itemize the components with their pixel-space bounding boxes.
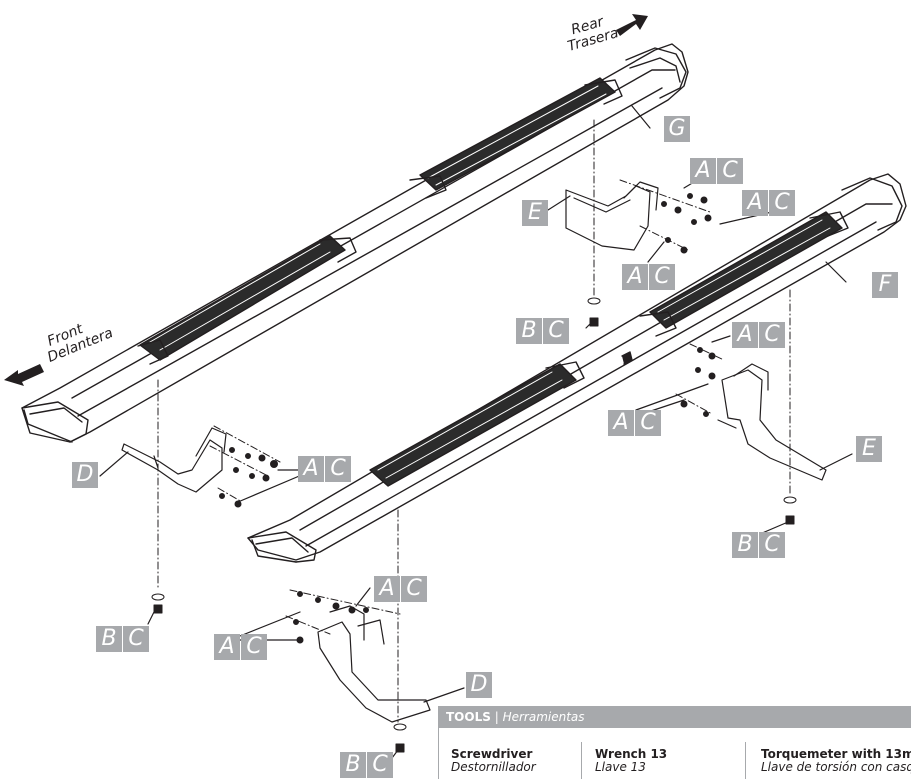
tool-name-es: Llave de torsión con casq bbox=[761, 760, 911, 774]
label-a-8: A bbox=[214, 634, 240, 660]
label-c-12: C bbox=[367, 752, 393, 778]
rear-arrow bbox=[616, 14, 648, 36]
tools-header: TOOLS | Herramientas bbox=[438, 706, 911, 728]
label-d-lower: D bbox=[466, 672, 492, 698]
bracket-e-lower bbox=[717, 363, 827, 481]
label-c-4: C bbox=[759, 322, 785, 348]
tools-divider bbox=[581, 742, 582, 779]
tool-name-en: Torquemeter with 13m bbox=[761, 747, 911, 761]
bracket-d-lower bbox=[317, 605, 431, 723]
label-c-6: C bbox=[325, 456, 351, 482]
tool-name-en: Screwdriver bbox=[451, 747, 533, 761]
label-a-4: A bbox=[732, 322, 758, 348]
label-a-1: A bbox=[690, 158, 716, 184]
label-c-8: C bbox=[241, 634, 267, 660]
tool-item: Screwdriver Destornillador bbox=[451, 748, 536, 774]
tools-title-es: Herramientas bbox=[502, 710, 585, 724]
label-e-upper: E bbox=[522, 200, 548, 226]
hardware bbox=[151, 193, 797, 753]
tools-title: TOOLS bbox=[446, 710, 491, 724]
label-c-11: C bbox=[759, 532, 785, 558]
bracket-d-upper bbox=[121, 427, 227, 493]
label-a-3: A bbox=[622, 264, 648, 290]
tools-divider bbox=[745, 742, 746, 779]
tools-title-separator: | bbox=[494, 710, 503, 724]
label-g: G bbox=[664, 116, 690, 142]
label-d-upper: D bbox=[72, 462, 98, 488]
label-c-3: C bbox=[649, 264, 675, 290]
label-a-6: A bbox=[298, 456, 324, 482]
tool-item: Torquemeter with 13m Llave de torsión co… bbox=[761, 748, 911, 774]
label-e-lower: E bbox=[856, 436, 882, 462]
label-b-3: B bbox=[732, 532, 758, 558]
label-f: F bbox=[872, 272, 898, 298]
label-b-1: B bbox=[516, 318, 542, 344]
label-a-7: A bbox=[374, 576, 400, 602]
tool-name-en: Wrench 13 bbox=[595, 747, 668, 761]
label-a-5: A bbox=[608, 410, 634, 436]
label-c-9: C bbox=[543, 318, 569, 344]
label-c-5: C bbox=[635, 410, 661, 436]
front-arrow bbox=[4, 364, 44, 386]
running-board-right bbox=[247, 173, 907, 563]
label-c-1: C bbox=[717, 158, 743, 184]
bracket-e-upper bbox=[565, 181, 659, 251]
running-board-left bbox=[21, 43, 689, 443]
label-b-2: B bbox=[96, 626, 122, 652]
tool-name-es: Llave 13 bbox=[595, 760, 646, 774]
label-a-2: A bbox=[742, 190, 768, 216]
label-c-7: C bbox=[401, 576, 427, 602]
tool-name-es: Destornillador bbox=[451, 760, 536, 774]
tools-table: TOOLS | Herramientas Screwdriver Destorn… bbox=[438, 706, 911, 779]
alignment-lines bbox=[157, 119, 791, 723]
tool-item: Wrench 13 Llave 13 bbox=[595, 748, 667, 774]
label-c-10: C bbox=[123, 626, 149, 652]
label-c-2: C bbox=[769, 190, 795, 216]
label-b-4: B bbox=[340, 752, 366, 778]
tools-body: Screwdriver Destornillador Wrench 13 Lla… bbox=[438, 728, 911, 779]
